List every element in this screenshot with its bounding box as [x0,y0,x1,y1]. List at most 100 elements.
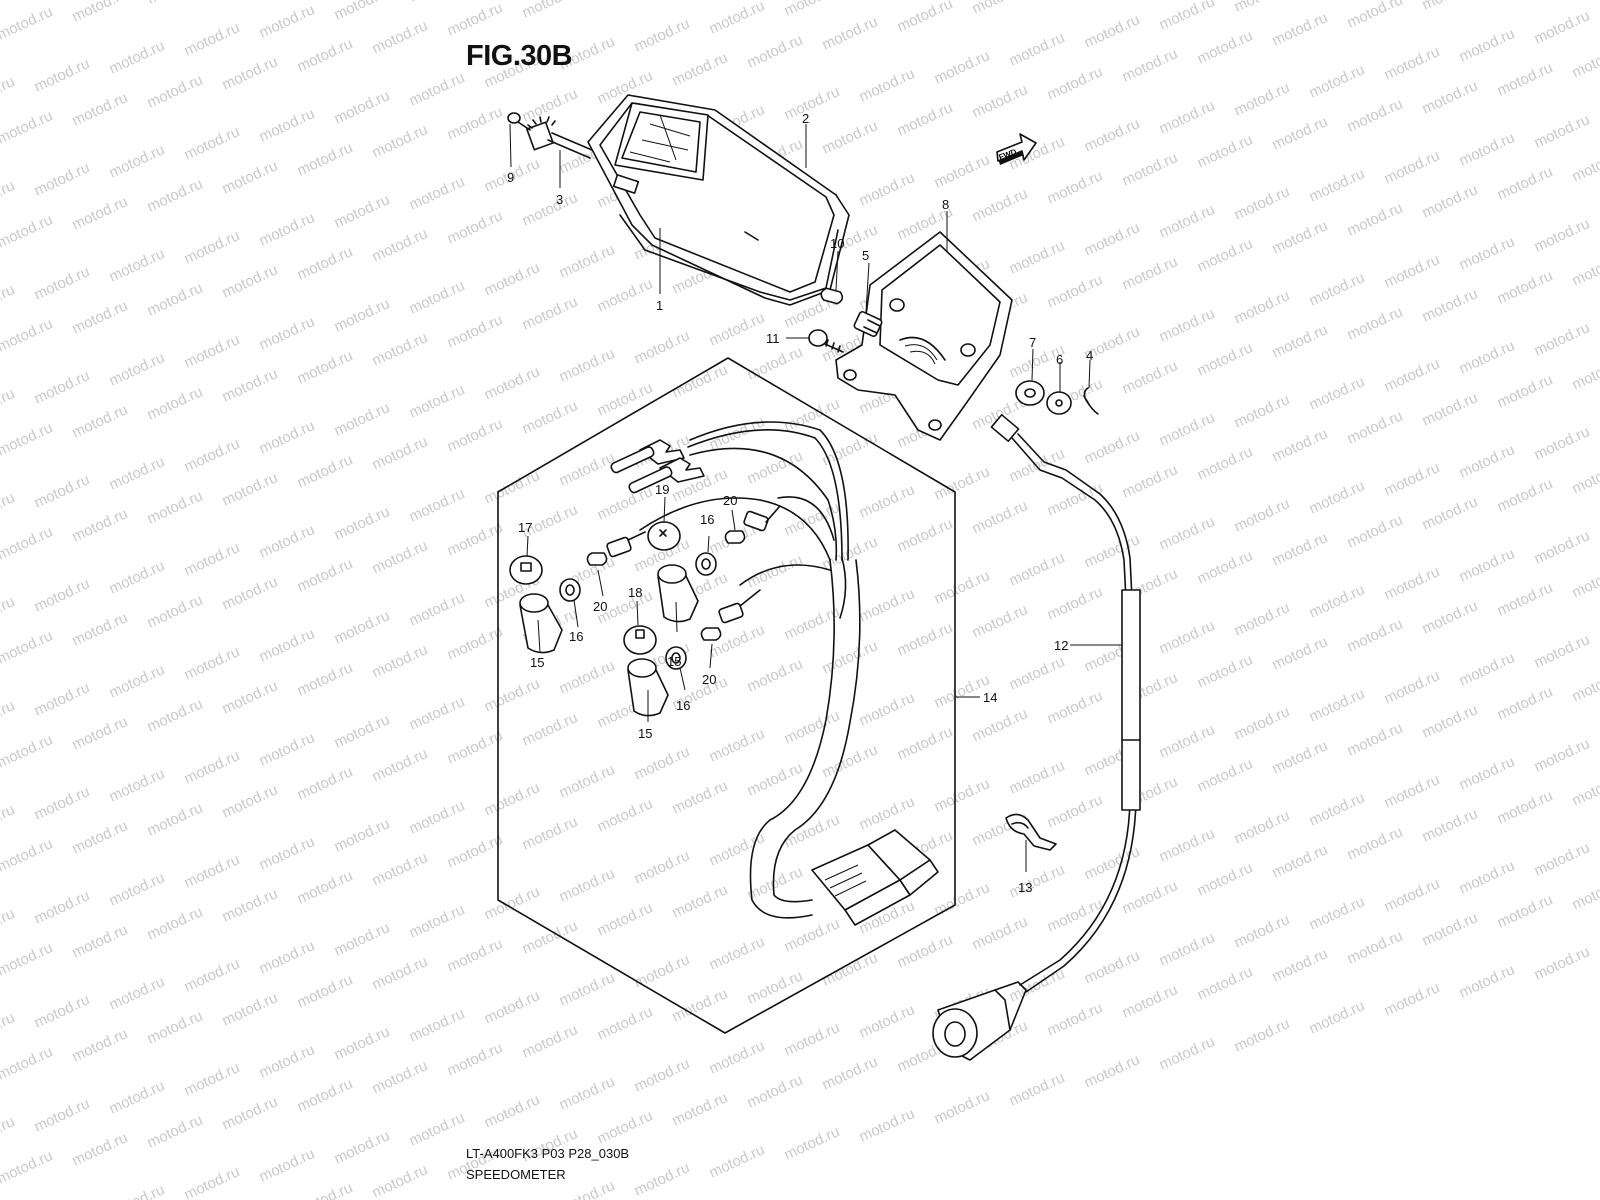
watermark-text: motod.ru [820,117,881,157]
watermark-text: motod.ru [70,401,131,441]
watermark-text: motod.ru [932,1087,993,1127]
watermark-text: motod.ru [1420,181,1481,221]
watermark-text: motod.ru [1120,45,1181,85]
watermark-text: motod.ru [445,1039,506,1079]
wiring-harness [509,421,939,926]
watermark-text: motod.ru [1495,891,1556,931]
watermark-text: motod.ru [520,0,581,22]
watermark-text: motod.ru [745,967,806,1007]
watermark-text: motod.ru [0,1043,55,1083]
bulb-20-c [700,627,722,641]
watermark-text: motod.ru [295,867,356,907]
watermark-text: motod.ru [1570,769,1600,809]
watermark-text: motod.ru [332,399,393,439]
watermark-text: motod.ru [1007,757,1068,797]
watermark-text: motod.ru [70,89,131,129]
callout-7: 7 [1029,335,1036,350]
watermark-text: motod.ru [295,971,356,1011]
watermark-text: motod.ru [632,847,693,887]
watermark-text: motod.ru [32,55,93,95]
washer-16-b [695,552,717,576]
watermark-text: motod.ru [70,505,131,545]
callout-2: 2 [802,111,809,126]
watermark-text: motod.ru [670,1089,731,1129]
watermark-text: motod.ru [0,419,55,459]
watermark-text: motod.ru [1307,685,1368,725]
watermark-text: motod.ru [1532,839,1593,879]
watermark-text: motod.ru [1420,77,1481,117]
callout-17: 17 [518,520,532,535]
watermark-text: motod.ru [482,259,543,299]
watermark-text: motod.ru [0,593,17,633]
watermark-text: motod.ru [820,637,881,677]
watermark-text: motod.ru [332,919,393,959]
watermark-text: motod.ru [1307,165,1368,205]
watermark-text: motod.ru [1532,319,1593,359]
watermark-text: motod.ru [107,453,168,493]
watermark-text: motod.ru [1045,479,1106,519]
watermark-text: motod.ru [182,955,243,995]
watermark-text: motod.ru [332,191,393,231]
watermark-text: motod.ru [520,1021,581,1061]
watermark-text: motod.ru [632,15,693,55]
watermark-text: motod.ru [370,1161,431,1200]
watermark-text: motod.ru [1420,389,1481,429]
watermark-text: motod.ru [332,295,393,335]
watermark-text: motod.ru [1120,461,1181,501]
watermark-text: motod.ru [370,121,431,161]
watermark-text: motod.ru [520,293,581,333]
watermark-text: motod.ru [145,591,206,631]
watermark-text: motod.ru [0,731,55,771]
watermark-text: motod.ru [0,905,17,945]
watermark-text: motod.ru [707,725,768,765]
leader-lines [509,123,1122,872]
watermark-text: motod.ru [370,1057,431,1097]
watermark-text: motod.ru [557,865,618,905]
watermark-text: motod.ru [332,87,393,127]
grommet-15-b [657,564,699,623]
watermark-text: motod.ru [70,817,131,857]
watermark-text: motod.ru [857,1001,918,1041]
watermark-text: motod.ru [1532,735,1593,775]
watermark-text: motod.ru [1232,703,1293,743]
watermark-text: motod.ru [407,381,468,421]
watermark-text: motod.ru [632,327,693,367]
fwd-arrow-icon: FWD [996,133,1037,165]
watermark-text: motod.ru [1045,999,1106,1039]
cable-clamp-13 [1005,813,1057,851]
watermark-text: motod.ru [1232,79,1293,119]
watermark-text: motod.ru [445,727,506,767]
watermark-text: motod.ru [445,935,506,975]
watermark-text: motod.ru [595,899,656,939]
watermark-text: motod.ru [182,851,243,891]
watermark-text: motod.ru [107,37,168,77]
watermark-text: motod.ru [370,745,431,785]
watermark-text: motod.ru [370,953,431,993]
watermark-text: motod.ru [1457,25,1518,65]
watermark-text: motod.ru [595,1107,656,1147]
section-name: SPEEDOMETER [466,1167,566,1182]
clip-pin-4 [1083,387,1099,415]
watermark-text: motod.ru [857,481,918,521]
watermark-text: motod.ru [295,243,356,283]
watermark-text: motod.ru [1345,823,1406,863]
watermark-text: motod.ru [1232,287,1293,327]
watermark-text: motod.ru [1457,337,1518,377]
watermark-text: motod.ru [370,537,431,577]
watermark-text: motod.ru [557,1073,618,1113]
watermark-text: motod.ru [182,435,243,475]
callout-15-a: 15 [530,655,544,670]
watermark-text: motod.ru [932,775,993,815]
watermark-text: motod.ru [1495,683,1556,723]
watermark-text: motod.ru [1045,167,1106,207]
watermark-text: motod.ru [782,1019,843,1059]
watermark-text: motod.ru [482,779,543,819]
watermark-text: motod.ru [220,53,281,93]
watermark-text: motod.ru [1307,997,1368,1037]
watermark-text: motod.ru [1382,43,1443,83]
watermark-text: motod.ru [220,573,281,613]
watermark-text: motod.ru [32,679,93,719]
meter-case-bracket [835,231,1013,441]
watermark-text: motod.ru [1045,271,1106,311]
watermark-text: motod.ru [557,449,618,489]
